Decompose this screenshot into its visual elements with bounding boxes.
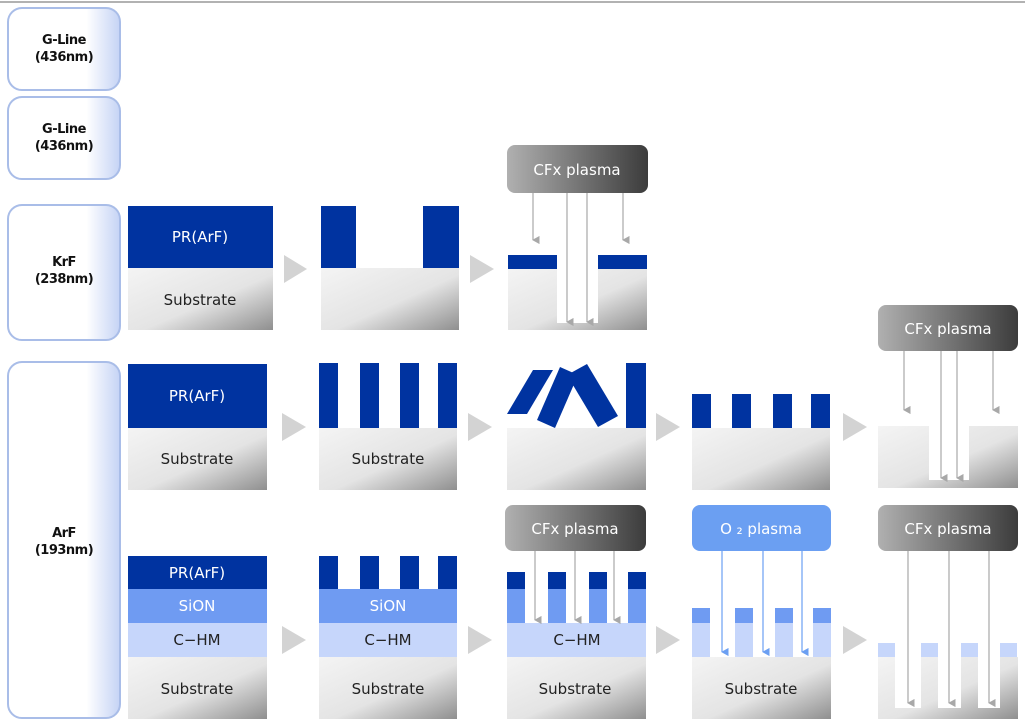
process-arrow-icon: [282, 626, 306, 654]
chm-layer: [319, 623, 457, 657]
pr-label: PR(ArF): [172, 228, 228, 246]
sion-layer: [128, 589, 267, 623]
substrate-layer: [319, 657, 457, 719]
arf-b-stage-1: PR(ArF) SiON C−HM Substrate: [128, 556, 267, 719]
cfx-plasma-label: CFx plasma: [904, 520, 991, 538]
arf-b-stage-2: SiON C−HM Substrate: [319, 556, 457, 719]
arf-b-stage-5: CFx plasma: [878, 505, 1018, 719]
cfx-plasma-label: CFx plasma: [531, 520, 618, 538]
arf-b-stage-4: O ₂ plasma Substrate: [692, 505, 831, 719]
sion-label: SiON: [370, 597, 407, 615]
chm-label: C−HM: [173, 631, 220, 649]
row-label-wavelength: (193nm): [35, 543, 93, 558]
process-arrow-icon: [656, 413, 680, 441]
etched-substrate: [878, 426, 1018, 488]
etched-substrate: [878, 657, 1018, 719]
substrate-layer: [692, 657, 831, 719]
pr-label: PR(ArF): [169, 564, 225, 582]
sion-layer: [319, 589, 457, 623]
substrate-layer: [507, 428, 646, 490]
chm-layer: [128, 623, 267, 657]
substrate-layer: [319, 428, 457, 490]
substrate-layer: [692, 428, 830, 490]
row-label-name: G-Line: [42, 122, 87, 137]
substrate-layer: [128, 428, 267, 490]
cfx-plasma-label: CFx plasma: [533, 161, 620, 179]
pr-layer: [128, 364, 267, 428]
sion-label: SiON: [179, 597, 216, 615]
krf-stage-2: [321, 206, 459, 330]
substrate-label: Substrate: [164, 291, 237, 309]
o2-plasma-label: O ₂ plasma: [720, 520, 802, 538]
substrate-label: Substrate: [725, 680, 798, 698]
row-label-wavelength: (436nm): [35, 50, 93, 65]
chm-label: C−HM: [553, 631, 600, 649]
krf-stage-1: PR(ArF) Substrate: [128, 206, 273, 330]
process-arrow-icon: [843, 626, 867, 654]
arf-a-stage-3-pattern-collapse: [507, 363, 646, 490]
pr-label: PR(ArF): [169, 387, 225, 405]
process-arrow-icon: [843, 413, 867, 441]
cfx-plasma-box: [878, 505, 1018, 551]
process-arrow-icon: [656, 626, 680, 654]
process-arrow-icon: [470, 255, 494, 283]
krf-stage-3: CFx plasma: [507, 145, 648, 330]
arf-a-stage-2: Substrate: [319, 363, 457, 490]
substrate-layer: [128, 268, 273, 330]
process-arrow-icon: [468, 413, 492, 441]
substrate-label: Substrate: [352, 680, 425, 698]
substrate-label: Substrate: [161, 450, 234, 468]
chm-layer: [507, 623, 646, 657]
arf-a-stage-5: CFx plasma: [878, 305, 1018, 488]
substrate-layer: [128, 657, 267, 719]
cfx-plasma-box: [507, 145, 648, 193]
cfx-plasma-label: CFx plasma: [904, 320, 991, 338]
process-arrow-icon: [282, 413, 306, 441]
substrate-label: Substrate: [352, 450, 425, 468]
row-label-krf: KrF (238nm): [7, 204, 121, 341]
row-label-name: G-Line: [42, 33, 87, 48]
arf-a-stage-4: [692, 394, 830, 490]
pr-layer: [128, 556, 267, 589]
arf-b-stage-3: CFx plasma C−HM Substrate: [505, 505, 646, 719]
substrate-layer: [507, 657, 646, 719]
cfx-plasma-box: [505, 505, 646, 551]
row-label-arf: ArF (193nm): [7, 361, 121, 719]
row-label-name: ArF: [52, 526, 76, 541]
substrate-label: Substrate: [539, 680, 612, 698]
etched-substrate: [508, 269, 647, 330]
arf-a-stage-1: PR(ArF) Substrate: [128, 364, 267, 490]
row-label-g-line-1: G-Line (436nm): [7, 7, 121, 91]
process-arrow-icon: [284, 255, 307, 283]
substrate-layer: [321, 268, 459, 330]
cfx-plasma-box: [878, 305, 1018, 351]
chm-label: C−HM: [364, 631, 411, 649]
row-label-name: KrF: [52, 255, 76, 270]
row-label-wavelength: (238nm): [35, 272, 93, 287]
o2-plasma-box: [692, 505, 831, 551]
substrate-label: Substrate: [161, 680, 234, 698]
process-arrow-icon: [468, 626, 492, 654]
row-label-g-line-2: G-Line (436nm): [7, 96, 121, 180]
pr-layer: [128, 206, 273, 268]
row-label-wavelength: (436nm): [35, 139, 93, 154]
